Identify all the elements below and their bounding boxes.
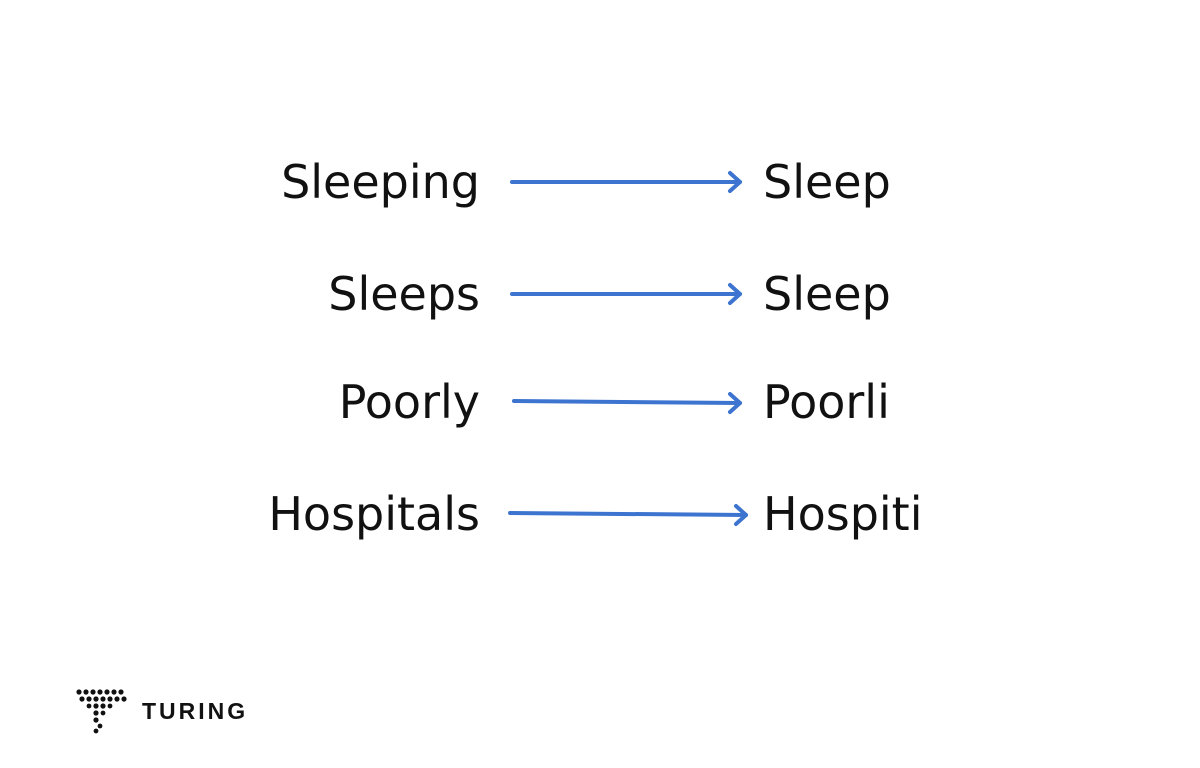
stemming-pair-2: Sleeps Sleep — [0, 264, 1200, 324]
stemmed-word: Poorli — [763, 375, 890, 429]
stemming-pair-4: Hospitals Hospiti — [0, 484, 1200, 544]
right-arrow-icon — [508, 504, 748, 526]
stemmed-word: Hospiti — [763, 487, 923, 541]
logo-wordmark: TURING — [142, 698, 249, 724]
right-arrow-icon — [510, 171, 742, 193]
turing-dotted-t-icon — [76, 688, 128, 734]
turing-logo: TURING — [76, 688, 296, 734]
right-arrow-icon — [510, 283, 742, 305]
source-word: Sleeps — [328, 267, 480, 321]
source-word: Hospitals — [268, 487, 480, 541]
stemmed-word: Sleep — [763, 267, 891, 321]
stemming-pair-1: Sleeping Sleep — [0, 152, 1200, 212]
source-word: Poorly — [338, 375, 480, 429]
stemmed-word: Sleep — [763, 155, 891, 209]
source-word: Sleeping — [281, 155, 480, 209]
right-arrow-icon — [512, 392, 742, 414]
stemming-pair-3: Poorly Poorli — [0, 372, 1200, 432]
